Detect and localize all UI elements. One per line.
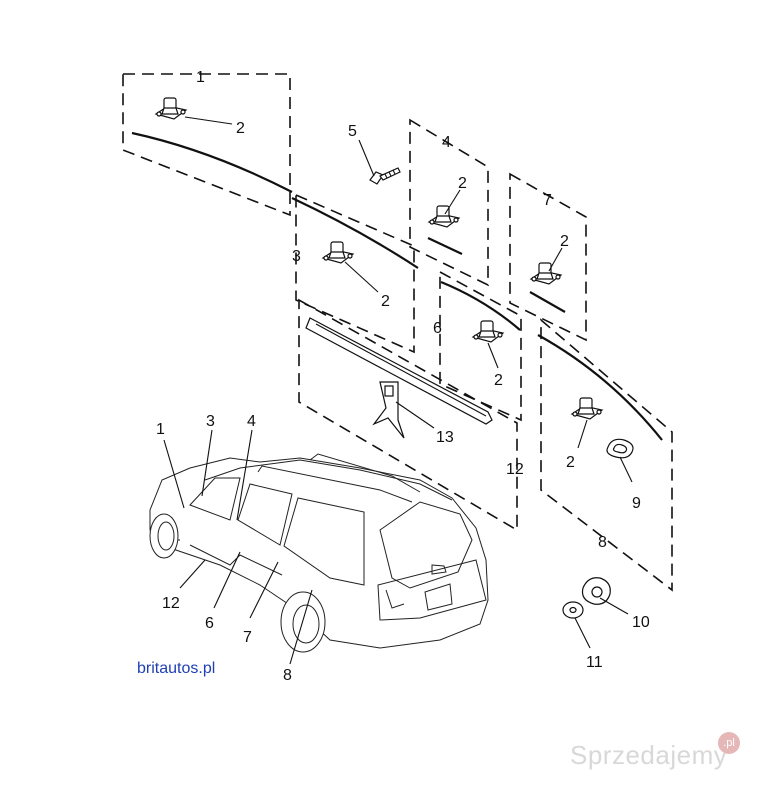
- callout-11: 11: [586, 654, 603, 671]
- source-credit: britautos.pl: [137, 660, 216, 677]
- door-strip-7: [529, 291, 566, 313]
- callout-1: 1: [196, 69, 205, 86]
- callout-2: 2: [381, 293, 390, 310]
- callout-10: 10: [632, 614, 650, 631]
- clip-icon: [322, 241, 354, 264]
- watermark: Sprzedajemy: [570, 740, 728, 770]
- callout-2: 2: [560, 233, 569, 250]
- callout-8: 8: [598, 534, 607, 551]
- callout-1: 1: [156, 421, 165, 438]
- clip-icon: [428, 205, 460, 228]
- callout-3: 3: [206, 413, 215, 430]
- callout-4: 4: [442, 134, 451, 151]
- roof-strip-3: [291, 197, 419, 269]
- roof-strip-8: [537, 334, 663, 441]
- clip-icon: [472, 320, 504, 343]
- callout-4: 4: [247, 413, 256, 430]
- callout-12: 12: [162, 595, 180, 612]
- callout-12: 12: [506, 461, 524, 478]
- group-box-3: [295, 193, 415, 354]
- screw-icon: [369, 167, 401, 185]
- clip-icon: [155, 97, 187, 120]
- roof-strip-1: [131, 131, 293, 193]
- roof-strip-6: [440, 280, 521, 331]
- group-box-1: [122, 73, 291, 217]
- sill-trim-12: [305, 317, 493, 425]
- leader-lines: [163, 116, 633, 665]
- clip-icon: [530, 262, 562, 285]
- group-box-7: [509, 172, 587, 342]
- callout-9: 9: [632, 495, 641, 512]
- callout-13: 13: [436, 429, 454, 446]
- callout-3: 3: [292, 248, 301, 265]
- callout-2: 2: [566, 454, 575, 471]
- callout-6: 6: [205, 615, 214, 632]
- car-outline: [149, 453, 489, 653]
- grommet-icon: [606, 438, 634, 459]
- callout-7: 7: [243, 629, 252, 646]
- group-box-4: [409, 118, 489, 287]
- callout-2: 2: [494, 372, 503, 389]
- group-box-8: [540, 318, 673, 592]
- callout-6: 6: [433, 320, 442, 337]
- nut-icon: [581, 577, 611, 605]
- clip-icon: [571, 397, 603, 420]
- callout-8: 8: [283, 667, 292, 684]
- watermark-badge: .pl: [718, 732, 740, 754]
- bracket-icon: [372, 381, 405, 439]
- callout-5: 5: [348, 123, 357, 140]
- group-box-6: [439, 270, 522, 422]
- callout-2: 2: [458, 175, 467, 192]
- callout-7: 7: [543, 192, 552, 209]
- door-strip-4: [427, 237, 463, 255]
- callout-2: 2: [236, 120, 245, 137]
- washer-icon: [562, 601, 584, 619]
